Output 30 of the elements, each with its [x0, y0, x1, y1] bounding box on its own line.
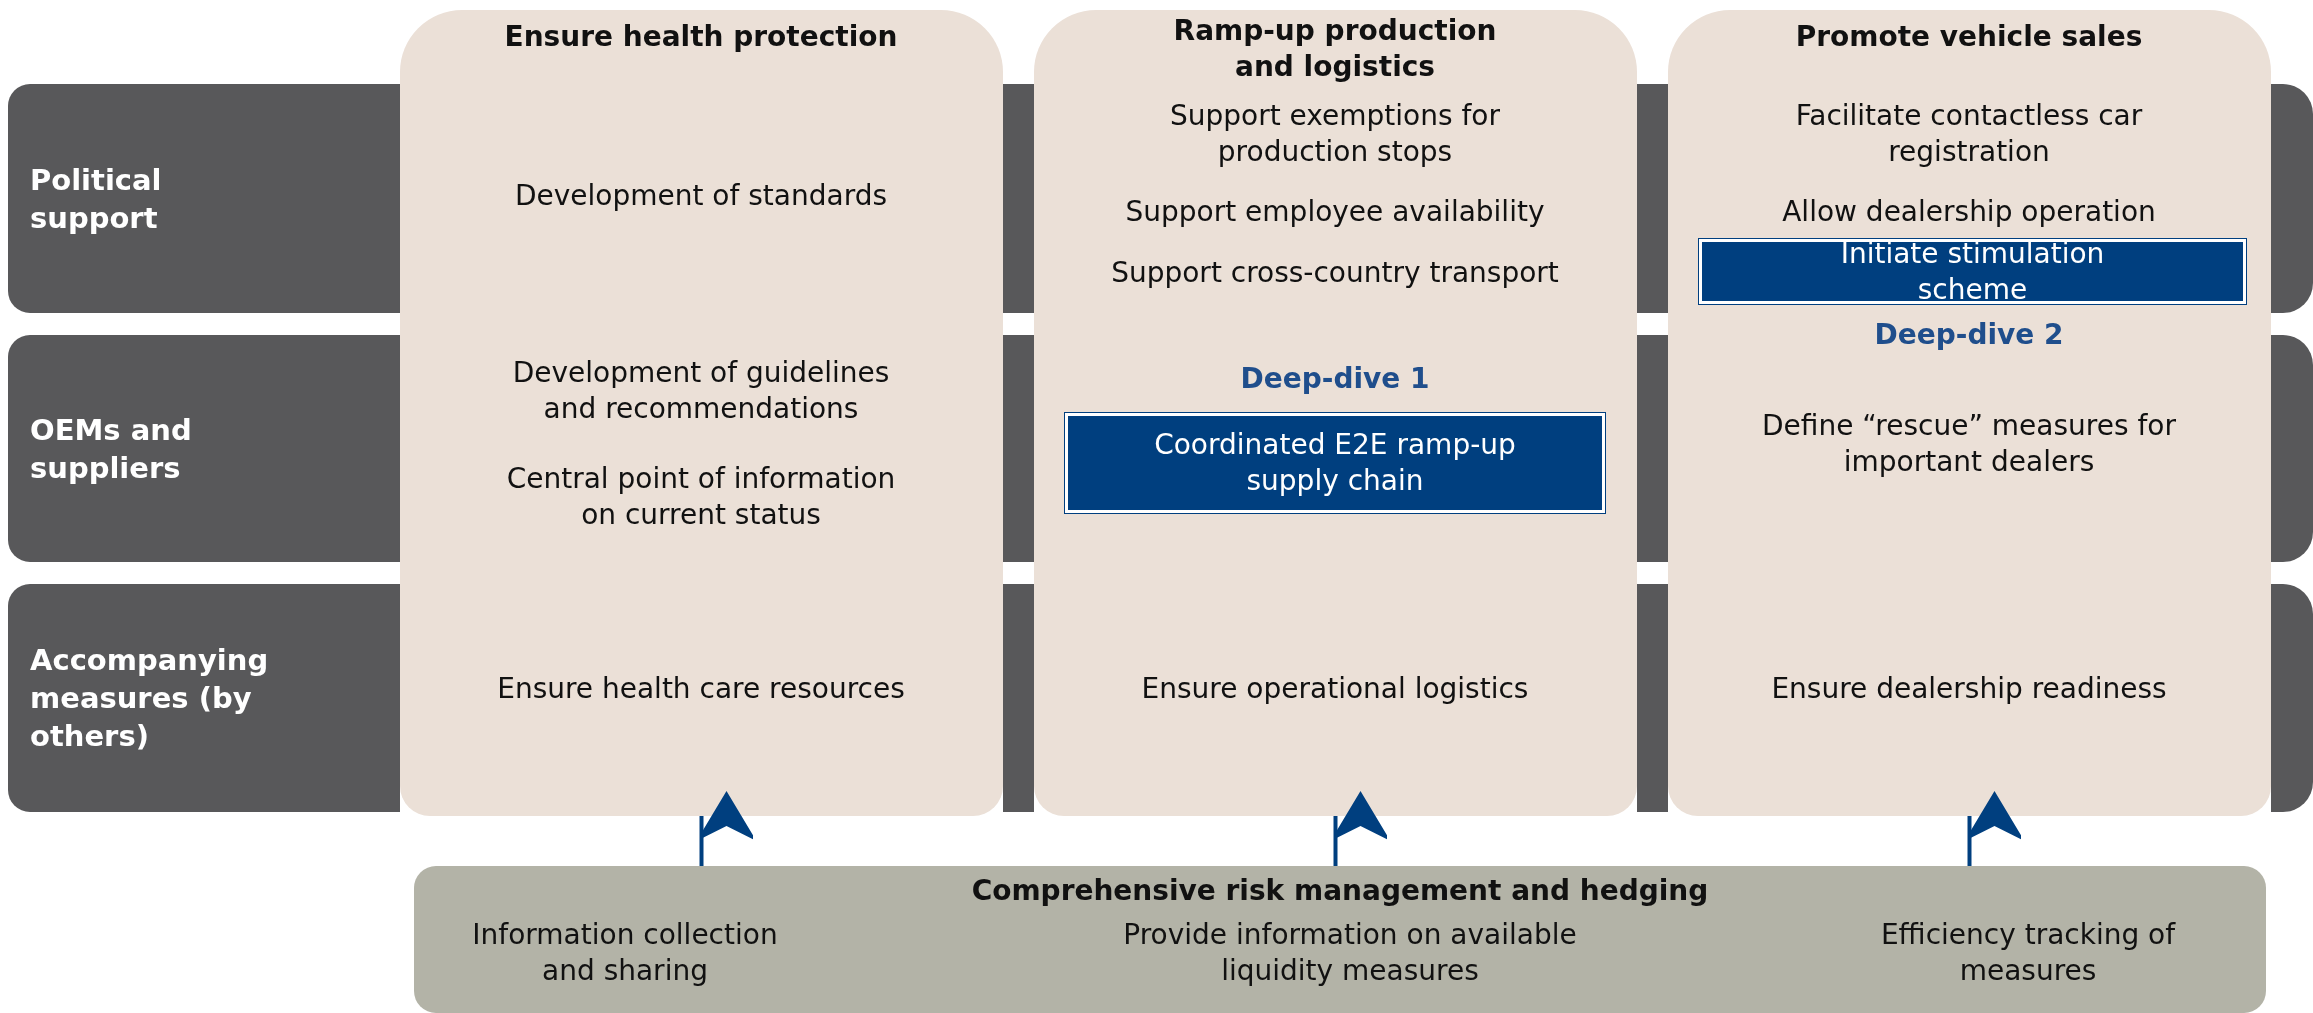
measure-text: Support employee availability: [1124, 194, 1546, 230]
row-label: Political support: [30, 161, 163, 237]
column-heading: Comprehensive risk management and hedging: [970, 873, 1710, 909]
row-label: Accompanying measures (by others): [30, 642, 270, 755]
measure-text: Development of guidelines and recommendations: [511, 355, 891, 427]
measure-text: Ensure health care resources: [496, 671, 906, 707]
column-card: [1668, 10, 2271, 816]
measure-text: Ensure operational logistics: [1140, 671, 1530, 707]
measure-text: Information collection and sharing: [471, 917, 779, 989]
column-heading: Ramp-up production and logistics: [1172, 13, 1498, 85]
measure-text: Efficiency tracking of measures: [1879, 917, 2177, 989]
measure-text: Define “rescue” measures for important dealers: [1761, 408, 2177, 480]
measure-text: Allow dealership operation: [1781, 194, 2157, 230]
measure-text: Support exemptions for production stops: [1169, 98, 1501, 170]
measure-text: Development of standards: [513, 178, 889, 214]
measure-text: Support cross-country transport: [1110, 255, 1560, 291]
column-card: [400, 10, 1003, 816]
column-heading: Promote vehicle sales: [1794, 19, 2144, 55]
column-heading: Ensure health protection: [503, 19, 899, 55]
deep-dive-label: Deep-dive 1: [1240, 361, 1430, 397]
row-band: [8, 584, 400, 812]
measure-text: Central point of information on current status: [505, 461, 897, 533]
row-label: OEMs and suppliers: [30, 411, 193, 487]
measure-text: Ensure dealership readiness: [1770, 671, 2168, 707]
deep-dive-label: Deep-dive 2: [1874, 317, 2064, 353]
row-band: [8, 335, 400, 562]
foundation-panel: [414, 866, 2266, 1013]
row-band: [8, 84, 400, 313]
measure-text: Facilitate contactless car registration: [1794, 98, 2144, 170]
measure-text: Provide information on available liquidity measures: [1122, 917, 1578, 989]
